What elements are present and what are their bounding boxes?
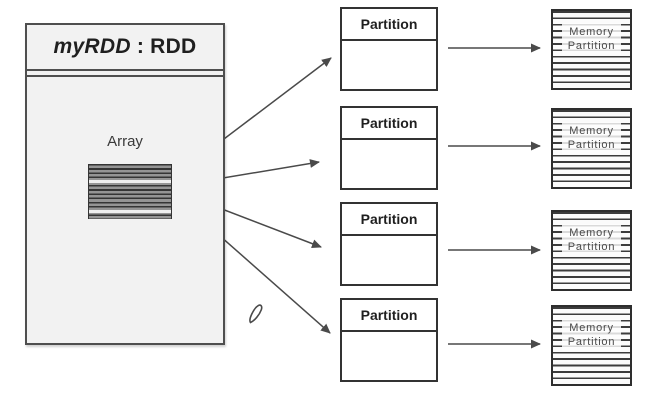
memory-label-line1: Memory [569,227,614,239]
memory-label-line1: Memory [569,26,614,38]
memory-partition-label: Memory Partition [562,23,621,55]
array-icon [88,164,172,219]
partition-box-1: Partition [340,7,438,91]
rdd-object-box: myRDD : RDD Array [25,23,225,345]
partition-label: Partition [342,9,436,41]
rdd-compartment-divider [27,71,223,77]
memory-label-line1: Memory [569,125,614,137]
memory-partition-block-2: Memory Partition [551,108,632,189]
array-label: Array [107,133,143,150]
pen-cursor-icon [249,304,263,324]
memory-label-line1: Memory [569,322,614,334]
partition-label: Partition [342,204,436,236]
partition-box-2: Partition [340,106,438,190]
rdd-class-name: RDD [150,35,197,58]
memory-label-line2: Partition [567,336,616,348]
memory-partition-block-1: Memory Partition [551,9,632,90]
partition-label: Partition [342,108,436,140]
memory-partition-block-4: Memory Partition [551,305,632,386]
memory-partition-label: Memory Partition [562,319,621,351]
memory-label-line2: Partition [567,139,616,151]
memory-label-line2: Partition [567,241,616,253]
memory-partition-label: Memory Partition [562,224,621,256]
partition-box-3: Partition [340,202,438,286]
memory-partition-block-3: Memory Partition [551,210,632,291]
rdd-title-separator: : [136,35,145,58]
rdd-instance-name: myRDD [53,35,131,58]
array-stripe-gap [89,180,171,183]
partition-label: Partition [342,300,436,332]
memory-label-line2: Partition [567,40,616,52]
rdd-box-title: myRDD : RDD [27,25,223,71]
array-stripe-gap [89,210,171,213]
memory-partition-label: Memory Partition [562,122,621,154]
partition-box-4: Partition [340,298,438,382]
